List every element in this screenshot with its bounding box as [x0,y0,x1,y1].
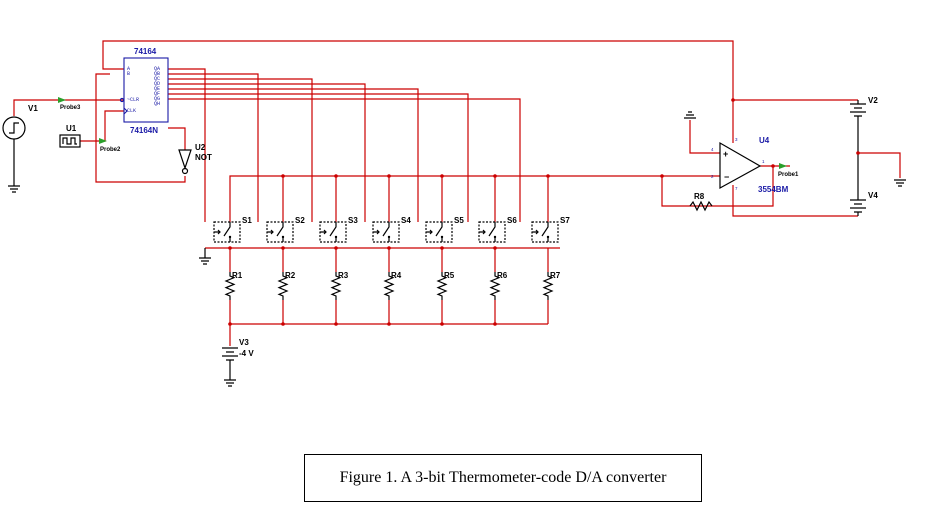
v2-label: V2 [868,96,878,105]
chip-bottom-label: 74164N [130,126,158,135]
pin-b: B [127,71,130,77]
probe3: Probe3 [58,97,81,111]
wires [13,40,858,346]
chip-top-label: 74164 [134,47,157,56]
probe2: Probe2 [99,138,121,153]
u1-label: U1 [66,124,77,133]
pin-qb: QB [154,71,160,77]
resistor-label: R2 [285,271,296,280]
v4-label: V4 [868,191,878,200]
pin-qe: QE [154,86,160,92]
v1-source: V1 [2,104,38,193]
pin-clr: ~CLR [127,97,139,103]
switch-label: S7 [560,216,570,225]
u4-label: U4 [759,136,770,145]
pin-qf: QF [154,91,160,97]
resistor-label: R5 [444,271,455,280]
resistor-label: R1 [232,271,243,280]
op-amp-u4: + − U4 3554BM 3 4 2 1 7 [711,136,789,194]
resistor-r8: R8 [689,192,713,212]
resistor-r1: R1 [224,271,243,300]
switch-label: S2 [295,216,305,225]
pin-qc: QC [154,76,160,82]
v3-label: V3 [239,338,249,347]
u2-not-gate: U2 NOT [178,143,212,175]
svg-text:7: 7 [735,186,738,191]
switch-s3: S3 [319,216,358,243]
resistor-r2: R2 [277,271,296,300]
shift-register-chip: 74164 74164N A B ~CLR CLK QA QB QC QD QE… [119,47,169,135]
switch-s4: S4 [372,216,411,243]
probe1-label: Probe1 [778,172,799,178]
resistor-label: R7 [550,271,561,280]
switch-label: S3 [348,216,358,225]
resistor-array: R1 R2 R3 R4 R5 R6 R7 [224,271,561,300]
switch-s1: S1 [213,216,252,243]
svg-text:+: + [723,149,728,159]
resistor-r3: R3 [330,271,349,300]
circuit-schematic: V1 Probe3 U1 Probe2 74164 74164N A B ~CL… [2,40,906,387]
probe1: Probe1 [778,163,799,178]
switch-array: S1 S2 S3 S4 S5 S6 S7 [213,216,570,243]
svg-text:4: 4 [711,147,714,152]
pin-a: A [127,66,130,72]
switch-label: S4 [401,216,411,225]
u4-type: 3554BM [758,185,789,194]
ground-opamp [684,111,696,119]
resistor-r6: R6 [489,271,508,300]
switch-s2: S2 [266,216,305,243]
resistor-label: R4 [391,271,402,280]
pin-qa: QA [154,66,160,72]
svg-text:3: 3 [735,137,738,142]
r8-label: R8 [694,192,705,201]
switch-label: S6 [507,216,517,225]
probe3-label: Probe3 [60,105,81,111]
svg-text:1: 1 [762,159,765,164]
svg-text:−: − [724,172,729,182]
u2-type: NOT [195,153,212,162]
resistor-label: R3 [338,271,349,280]
supply-batteries: V2 V4 [850,96,906,216]
resistor-r7: R7 [542,271,561,300]
svg-text:2: 2 [711,174,714,179]
junction-dots [228,98,775,326]
pin-qh: QH [154,101,160,107]
resistor-label: R6 [497,271,508,280]
switch-s6: S6 [478,216,517,243]
pin-clk: CLK [127,108,136,114]
pin-qd: QD [154,81,160,87]
u2-label: U2 [195,143,206,152]
ground-switch-bus [199,248,211,265]
figure-caption: Figure 1. A 3-bit Thermometer-code D/A c… [304,454,702,502]
switch-label: S1 [242,216,252,225]
pin-qg: QG [154,96,160,102]
u1-clock: U1 [59,124,81,148]
switch-label: S5 [454,216,464,225]
switch-s7: S7 [531,216,570,243]
v3-battery: V3 -4 V [222,338,254,387]
probe2-label: Probe2 [100,147,121,153]
resistor-r5: R5 [436,271,455,300]
switch-s5: S5 [425,216,464,243]
v1-label: V1 [28,104,38,113]
resistor-r4: R4 [383,271,402,300]
v3-value: -4 V [239,349,254,358]
